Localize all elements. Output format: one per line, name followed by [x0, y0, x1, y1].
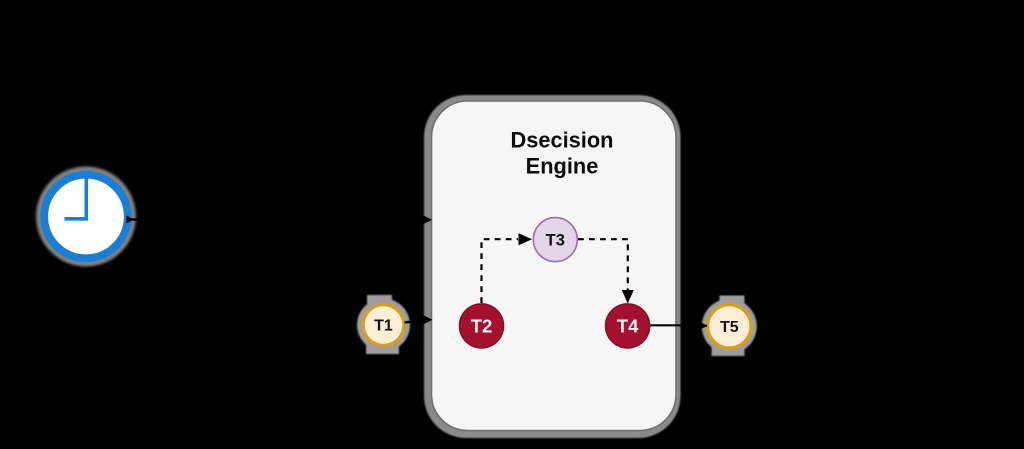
svg-text:T4: T4 — [617, 315, 639, 336]
svg-text:Engine: Engine — [526, 154, 599, 179]
svg-text:Dsecision: Dsecision — [511, 128, 614, 153]
svg-text:T3: T3 — [546, 232, 565, 250]
svg-text:T1: T1 — [374, 318, 393, 335]
svg-text:T2: T2 — [471, 315, 493, 336]
svg-text:T5: T5 — [720, 319, 739, 336]
